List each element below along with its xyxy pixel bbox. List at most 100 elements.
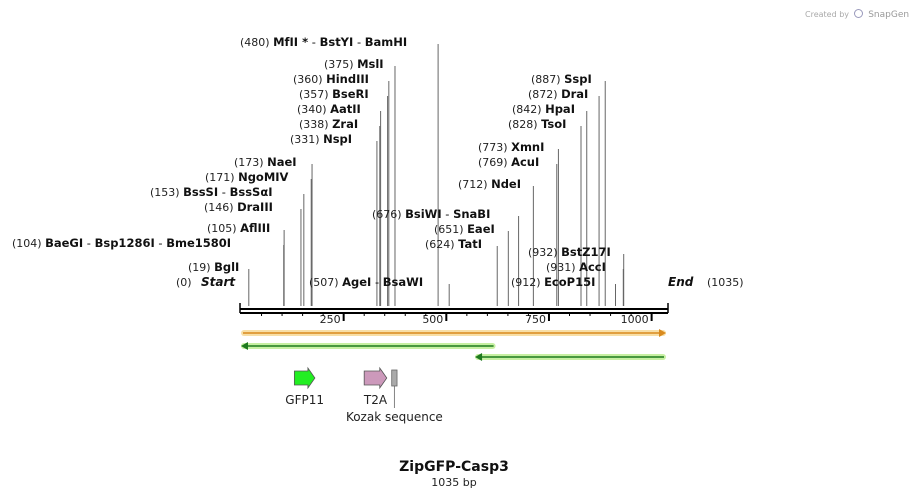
enzyme-position: (19): [188, 261, 214, 274]
green-strand-arrow: [241, 342, 496, 350]
enzyme-site: (338) ZraI: [299, 117, 358, 131]
enzyme-site: (105) AflIII: [207, 221, 270, 235]
backbone: [239, 303, 669, 314]
enzyme-name: ZraI: [332, 117, 358, 131]
enzyme-site: (104) BaeGI - Bsp1286I - Bme1580I: [12, 236, 231, 250]
enzyme-site: (931) AccI: [546, 260, 606, 274]
enzyme-name: BglI: [214, 260, 239, 274]
enzyme-name: EcoP15I: [544, 275, 595, 289]
enzyme-label: (651) EaeI: [434, 222, 495, 236]
enzyme-position: (624): [425, 238, 458, 251]
strand-arrows: [241, 329, 666, 361]
enzyme-label: (105) AflIII: [207, 221, 270, 235]
credit-prefix: Created by: [805, 10, 850, 19]
enzyme-site: (912) EcoP15I: [511, 275, 595, 289]
orange-strand-arrow: [241, 329, 666, 337]
enzyme-label: (624) TatI: [425, 237, 482, 251]
enzyme-site: (773) XmnI: [478, 140, 544, 154]
enzyme-position: (842): [512, 103, 545, 116]
enzyme-label: (887) SspI: [531, 72, 592, 86]
enzyme-label: (480) MfII * - BstYI - BamHI: [240, 35, 407, 49]
enzyme-position: (931): [546, 261, 579, 274]
enzyme-site: (842) HpaI: [512, 102, 575, 116]
enzyme-label: (173) NaeI: [234, 155, 297, 169]
enzyme-label: (931) AccI: [546, 260, 606, 274]
map-length: 1035 bp: [431, 476, 476, 489]
enzyme-position: (480): [240, 36, 273, 49]
tick-label: 1000: [621, 313, 649, 326]
start-end-labels: (0) Start End (1035): [176, 275, 744, 289]
enzyme-site: (357) BseRI: [299, 87, 369, 101]
enzyme-name: AflIII: [240, 221, 270, 235]
enzyme-position: (887): [531, 73, 564, 86]
enzyme-separator: -: [155, 236, 166, 250]
enzyme-name: BssSαI: [230, 185, 273, 199]
enzyme-name: MslI: [357, 57, 384, 71]
feature-gfp11[interactable]: GFP11: [285, 366, 324, 407]
feature-label: GFP11: [285, 393, 324, 407]
enzyme-site: (651) EaeI: [434, 222, 495, 236]
enzyme-site: (872) DraI: [528, 87, 588, 101]
enzyme-position: (676): [372, 208, 405, 221]
enzyme-leader-lines: [248, 44, 625, 306]
enzyme-name: BstYI: [320, 35, 354, 49]
enzyme-label: (171) NgoMIV: [205, 170, 289, 184]
enzyme-name: AgeI: [342, 275, 371, 289]
enzyme-site: (331) NspI: [290, 132, 352, 146]
enzyme-name: EaeI: [467, 222, 495, 236]
features-track: GFP11 T2A Kozak sequence: [285, 366, 443, 424]
enzyme-position: (104): [12, 237, 45, 250]
enzyme-position: (712): [458, 178, 491, 191]
enzyme-position: (651): [434, 223, 467, 236]
enzyme-site: (676) BsiWI - SnaBI: [372, 207, 490, 221]
enzyme-label: (932) BstZ17I: [528, 245, 611, 259]
enzyme-label: (338) ZraI: [299, 117, 358, 131]
enzyme-site: (932) BstZ17I: [528, 245, 611, 259]
enzyme-label: (773) XmnI: [478, 140, 544, 154]
enzyme-name: NaeI: [267, 155, 296, 169]
enzyme-name: BseRI: [332, 87, 369, 101]
enzyme-site: (828) TsoI: [508, 117, 566, 131]
snapgene-logo-icon: [854, 9, 864, 18]
enzyme-position: (828): [508, 118, 541, 131]
feature-arrow-icon: [363, 366, 388, 390]
enzyme-separator: -: [308, 35, 319, 49]
end-position: (1035): [707, 276, 744, 289]
enzyme-position: (932): [528, 246, 561, 259]
enzyme-separator: -: [83, 236, 94, 250]
feature-box-icon: [391, 369, 398, 387]
enzyme-label: (912) EcoP15I: [511, 275, 595, 289]
enzyme-name: BamHI: [365, 35, 407, 49]
enzyme-name: BaeGI: [45, 236, 83, 250]
enzyme-label: (842) HpaI: [512, 102, 575, 116]
feature-kozak-sequence[interactable]: Kozak sequence: [346, 369, 443, 424]
enzyme-position: (360): [293, 73, 326, 86]
enzyme-name: SnaBI: [453, 207, 490, 221]
enzyme-label: (507) AgeI - BsaWI: [309, 275, 423, 289]
feature-label: Kozak sequence: [346, 410, 443, 424]
enzyme-position: (507): [309, 276, 342, 289]
tick-label: 500: [422, 313, 443, 326]
enzyme-name: XmnI: [511, 140, 544, 154]
enzyme-separator: -: [442, 207, 453, 221]
enzyme-name: BssSI: [183, 185, 218, 199]
feature-t2a[interactable]: T2A: [363, 366, 388, 407]
enzyme-position: (340): [297, 103, 330, 116]
enzyme-site: (153) BssSI - BssSαI: [150, 185, 273, 199]
enzyme-label: (712) NdeI: [458, 177, 521, 191]
enzyme-position: (173): [234, 156, 267, 169]
end-label: End: [668, 275, 694, 289]
enzyme-name: HindIII: [326, 72, 369, 86]
feature-label: T2A: [363, 393, 388, 407]
enzyme-labels: (19) BglI (104) BaeGI - Bsp1286I - Bme158…: [12, 35, 611, 289]
enzyme-name: DraI: [561, 87, 588, 101]
enzyme-site: (340) AatII: [297, 102, 361, 116]
enzyme-site: (712) NdeI: [458, 177, 521, 191]
enzyme-name: TatI: [458, 237, 482, 251]
enzyme-label: (19) BglI: [188, 260, 239, 274]
enzyme-separator: -: [218, 185, 229, 199]
enzyme-label: (146) DraIII: [204, 200, 273, 214]
enzyme-name: BsaWI: [383, 275, 423, 289]
feature-arrow-icon: [293, 366, 316, 390]
